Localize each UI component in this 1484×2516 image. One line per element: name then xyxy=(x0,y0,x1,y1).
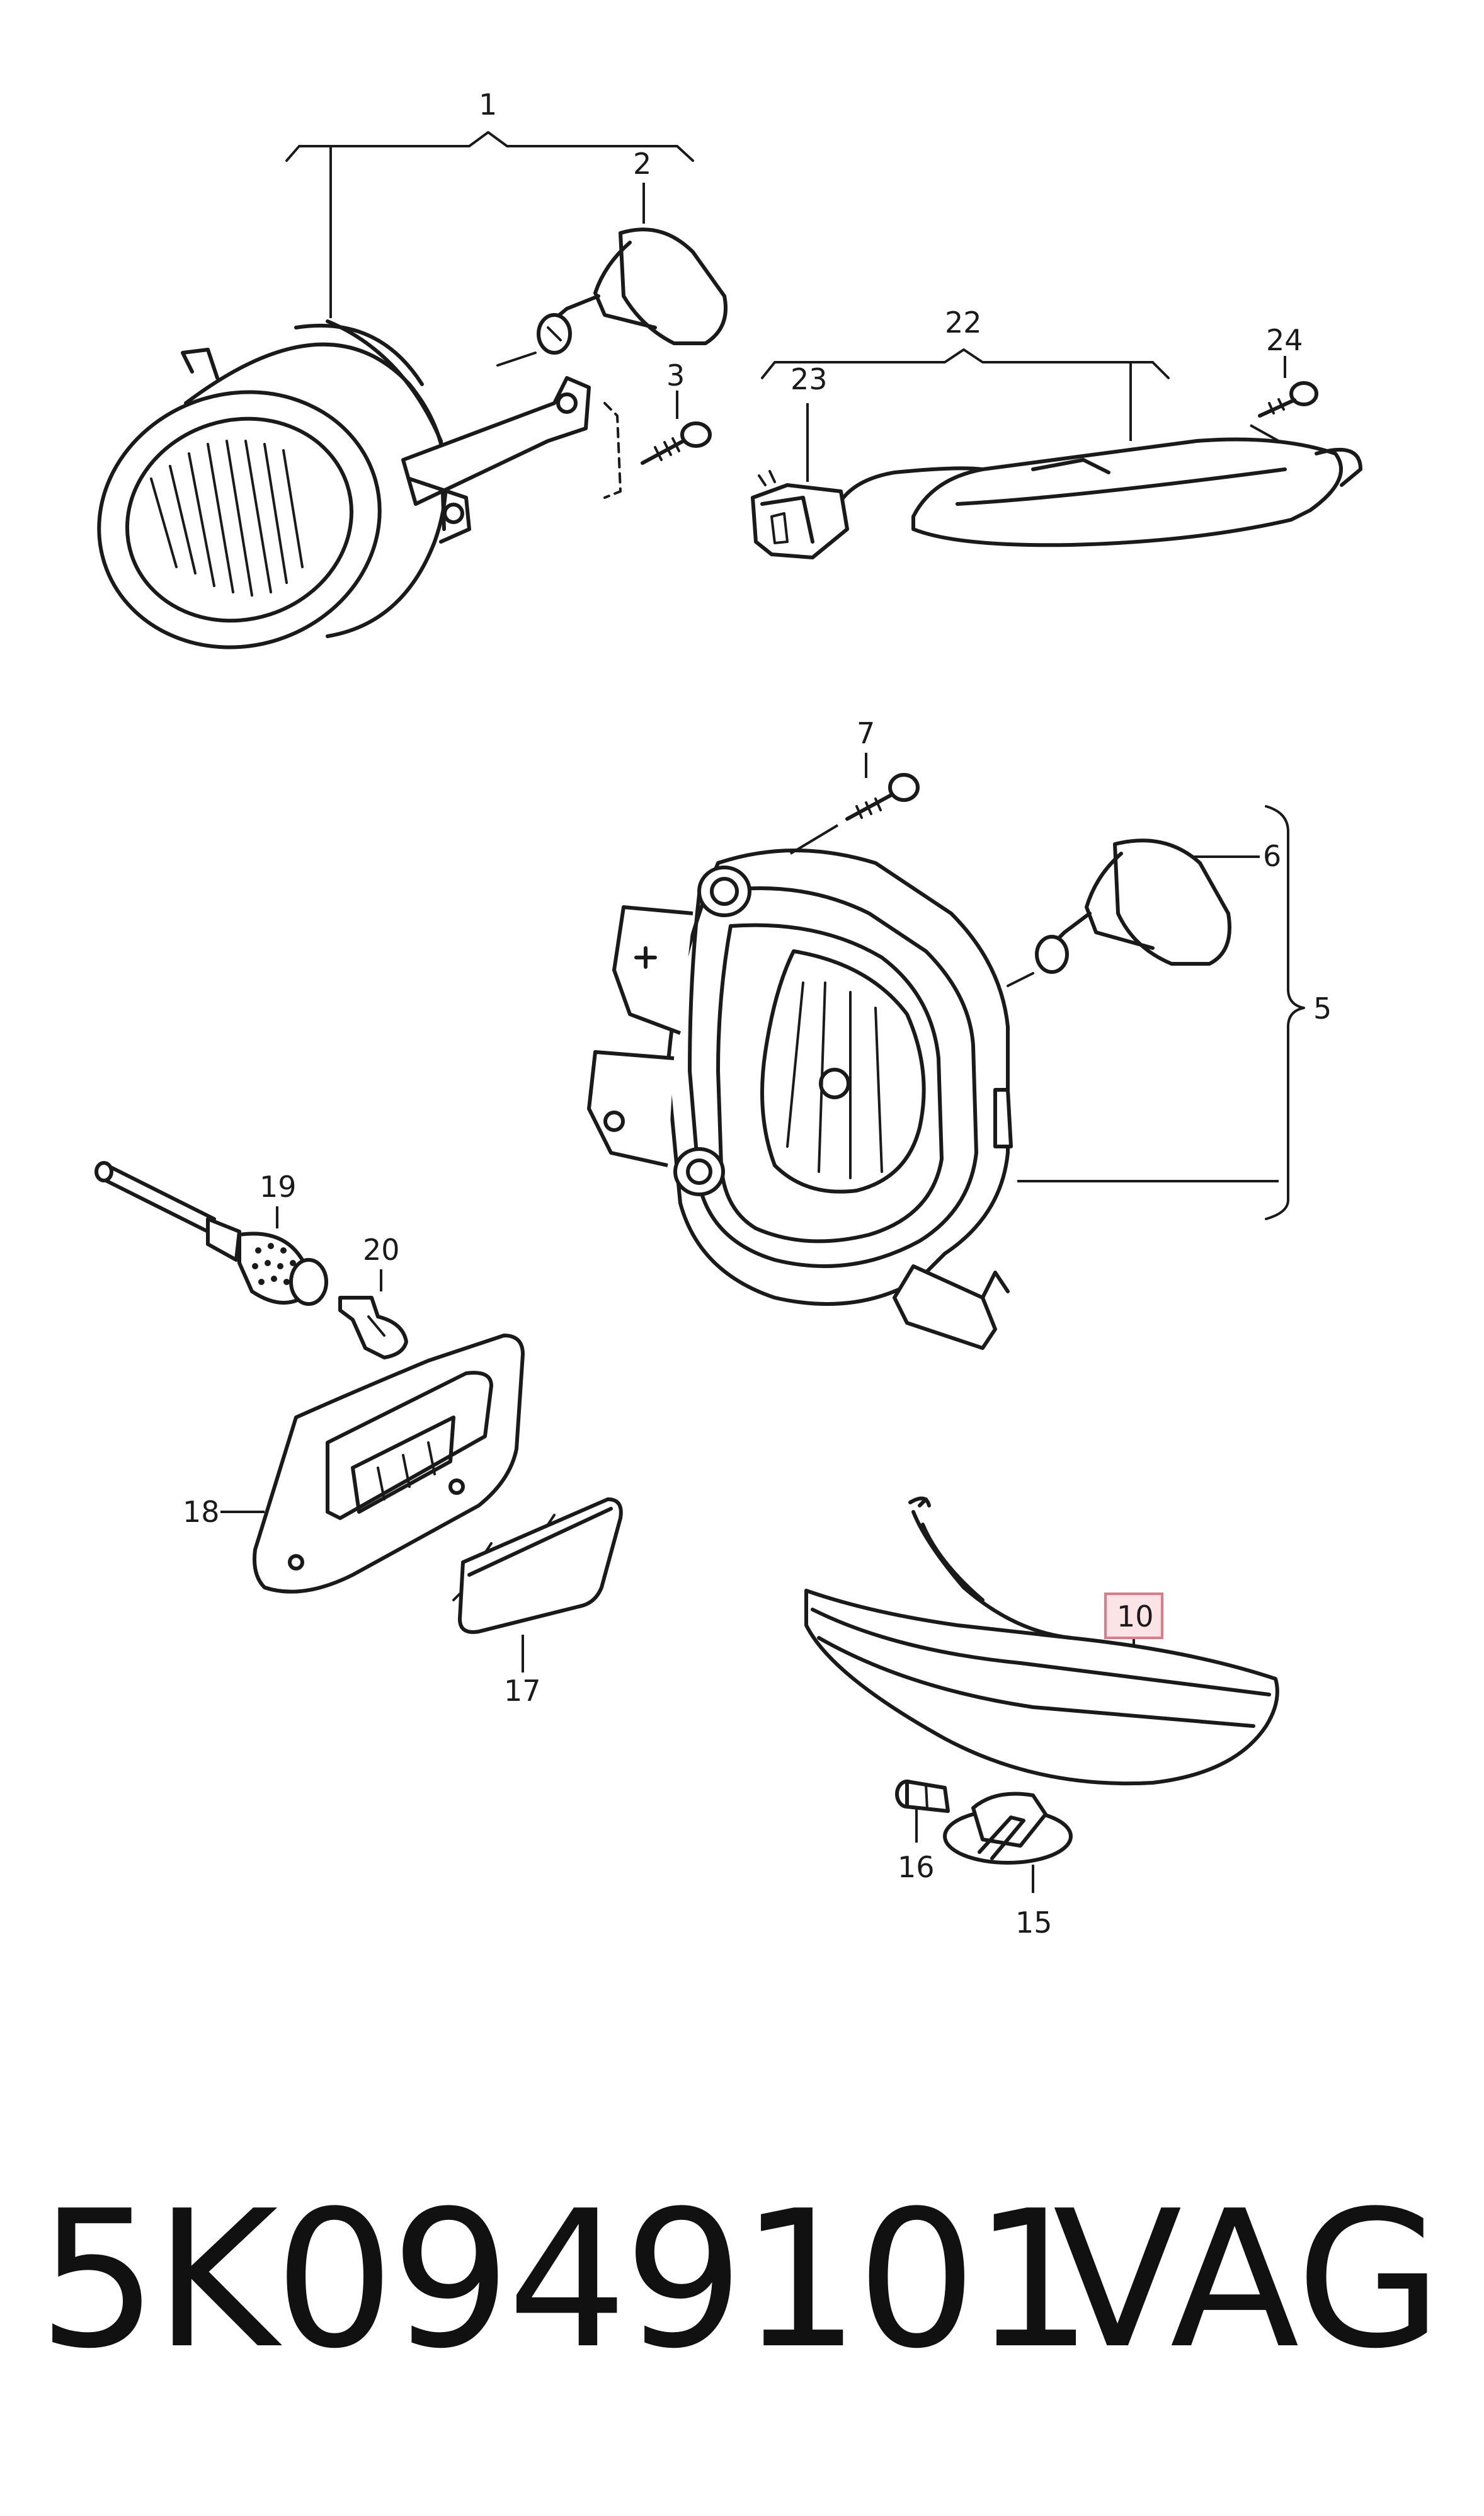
callout-10: 10 xyxy=(1117,1599,1154,1633)
bulb-socket-15-icon xyxy=(943,1792,1073,1893)
cover-cap-17-icon xyxy=(452,1497,623,1673)
callout-17: 17 xyxy=(504,1674,541,1708)
part-number: 5K0949101 xyxy=(38,2170,1093,2390)
callout-18: 18 xyxy=(183,1495,220,1529)
callout-15: 15 xyxy=(1015,1906,1053,1940)
callout-6: 6 xyxy=(1263,839,1281,873)
fog-lamp-bulb-icon xyxy=(496,183,728,367)
bulb-16-icon xyxy=(895,1780,950,1843)
callout-labels: 1 2 3 22 23 24 7 6 5 19 20 18 17 10 16 1… xyxy=(183,88,1332,1940)
screw-7-icon xyxy=(789,753,920,855)
callout-3: 3 xyxy=(666,358,685,392)
callout-23: 23 xyxy=(791,362,828,396)
bulb-holder-icon xyxy=(94,1161,328,1306)
headlamp-bulb-icon xyxy=(1007,838,1260,987)
screw-24-icon xyxy=(1250,356,1318,442)
screw-3-icon xyxy=(641,391,712,465)
grille-frame-18-icon xyxy=(220,1334,525,1594)
turn-signal-lens-10-icon xyxy=(804,1496,1279,1786)
callout-16: 16 xyxy=(898,1850,935,1884)
callout-7: 7 xyxy=(857,716,875,750)
wedge-bulb-20-icon xyxy=(338,1269,408,1359)
callout-5: 5 xyxy=(1313,992,1332,1026)
callout-22: 22 xyxy=(945,306,982,340)
callout-20: 20 xyxy=(363,1233,400,1267)
side-marker-assembly xyxy=(751,348,1362,559)
callout-2: 2 xyxy=(633,147,651,181)
callout-19: 19 xyxy=(260,1170,297,1204)
brand-name: VAG xyxy=(1053,2170,1442,2390)
callout-10-highlight xyxy=(1104,1593,1163,1639)
fog-lamp-assembly xyxy=(97,131,694,649)
footer-caption: 5K0949101 VAG xyxy=(38,2167,1449,2394)
callout-1: 1 xyxy=(479,88,497,122)
headlamp-housing-assembly xyxy=(587,805,1305,1350)
callout-24: 24 xyxy=(1266,323,1303,357)
